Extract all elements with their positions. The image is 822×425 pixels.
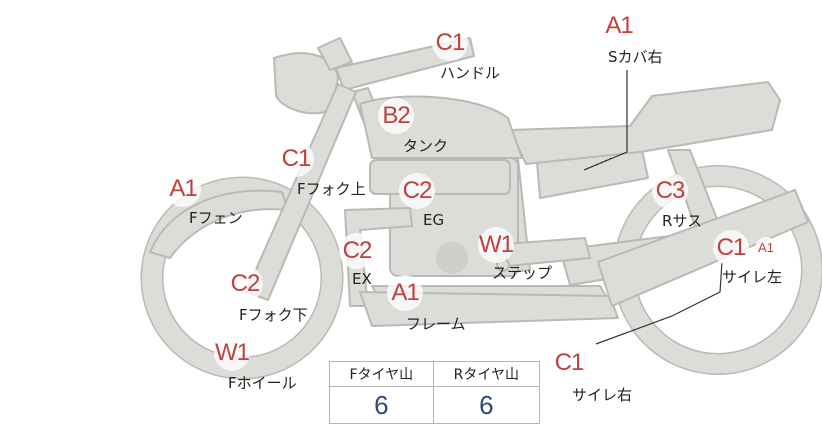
front-fork-upper-label: Fフォク上 <box>297 180 366 198</box>
front-fork-shape <box>245 83 357 301</box>
front-fork-lower-grade[interactable]: C2 <box>227 266 263 302</box>
exhaust-label: EX <box>352 270 372 288</box>
frame-grade[interactable]: A1 <box>387 275 423 311</box>
front-fork-upper-grade[interactable]: C1 <box>278 141 314 177</box>
exhaust-shape <box>344 207 413 307</box>
seat-shape <box>509 81 781 165</box>
frame-label: フレーム <box>406 315 466 333</box>
silencer-shape <box>597 189 809 307</box>
leader-side-cover <box>583 70 628 171</box>
silencer-left-label: サイレ左 <box>722 268 783 286</box>
front-wheel-label: Fホイール <box>228 374 297 392</box>
front-tire-value[interactable]: 6 <box>329 386 434 424</box>
tank-label: タンク <box>403 137 449 155</box>
rear-suspension-grade[interactable]: C3 <box>652 173 688 209</box>
silencer-left-grade[interactable]: C1 <box>713 230 749 266</box>
silencer-right-label: サイレ右 <box>572 386 633 404</box>
handle-grade[interactable]: C1 <box>432 25 468 61</box>
side-cover-right-label: Sカバ右 <box>608 48 663 66</box>
handle-label: ハンドル <box>440 64 501 82</box>
exhaust-grade[interactable]: C2 <box>339 233 375 269</box>
leader-silencer-left <box>595 261 723 345</box>
rear-tire-header: Rタイヤ山 <box>432 361 541 387</box>
silencer-left-grade-2[interactable]: A1 <box>755 237 777 259</box>
front-fender-grade[interactable]: A1 <box>165 171 201 207</box>
front-fender-label: Fフェン <box>189 209 243 227</box>
front-tire-header: Fタイヤ山 <box>329 361 434 387</box>
silencer-right-grade[interactable]: C1 <box>551 345 587 381</box>
tire-tread-table: Fタイヤ山 Rタイヤ山 6 6 <box>329 361 541 424</box>
front-wheel-grade[interactable]: W1 <box>214 335 250 371</box>
rear-tire-value[interactable]: 6 <box>432 386 541 424</box>
engine-label: EG <box>423 211 445 229</box>
rear-suspension-label: Rサス <box>662 212 703 230</box>
step-grade[interactable]: W1 <box>478 227 514 263</box>
tank-grade[interactable]: B2 <box>378 98 414 134</box>
front-fender-shape <box>149 189 289 259</box>
step-label: ステップ <box>492 264 553 282</box>
front-fork-lower-label: Fフォク下 <box>239 306 308 324</box>
engine-grade[interactable]: C2 <box>399 173 435 209</box>
side-cover-right-grade[interactable]: A1 <box>601 8 637 44</box>
